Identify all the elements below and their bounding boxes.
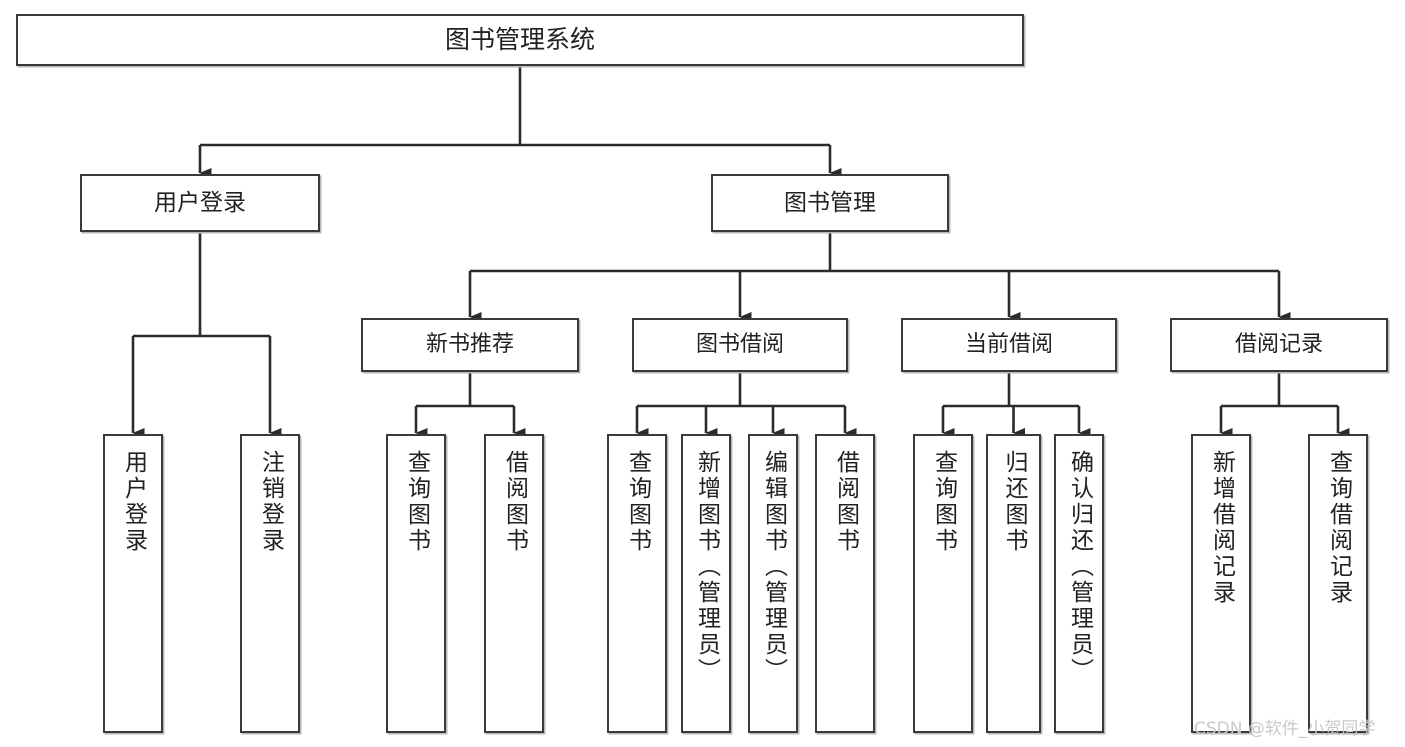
- node-label: 确认归还（管理员）: [1066, 450, 1093, 684]
- node-book-borrow[interactable]: 图书借阅: [632, 318, 848, 372]
- node-label: 查询借阅记录: [1325, 450, 1352, 606]
- node-label: 新书推荐: [425, 332, 514, 358]
- node-leaf-borrow-book-1[interactable]: 借阅图书: [484, 434, 544, 733]
- node-leaf-query-book-3[interactable]: 查询图书: [913, 434, 973, 733]
- node-label: 图书借阅: [695, 332, 784, 358]
- node-leaf-add-record[interactable]: 新增借阅记录: [1191, 434, 1251, 733]
- node-leaf-borrow-book-2[interactable]: 借阅图书: [815, 434, 875, 733]
- node-leaf-confirm-return[interactable]: 确认归还（管理员）: [1054, 434, 1104, 733]
- node-label: 图书管理: [784, 189, 876, 216]
- node-current-borrow[interactable]: 当前借阅: [901, 318, 1117, 372]
- node-leaf-logout[interactable]: 注销登录: [240, 434, 300, 733]
- node-book-manage[interactable]: 图书管理: [711, 174, 949, 232]
- node-leaf-add-book[interactable]: 新增图书（管理员）: [681, 434, 731, 733]
- node-label: 图书管理系统: [444, 24, 595, 54]
- node-label: 查询图书: [403, 450, 430, 554]
- node-label: 用户登录: [120, 450, 147, 554]
- node-label: 新增借阅记录: [1208, 450, 1235, 606]
- node-leaf-return-book[interactable]: 归还图书: [986, 434, 1041, 733]
- node-leaf-user-login[interactable]: 用户登录: [103, 434, 163, 733]
- node-borrow-record[interactable]: 借阅记录: [1170, 318, 1388, 372]
- node-label: 编辑图书（管理员）: [760, 450, 787, 684]
- node-label: 查询图书: [930, 450, 957, 554]
- node-label: 借阅图书: [501, 450, 528, 554]
- node-leaf-query-book-2[interactable]: 查询图书: [607, 434, 667, 733]
- node-leaf-edit-book[interactable]: 编辑图书（管理员）: [748, 434, 798, 733]
- node-label: 当前借阅: [964, 332, 1053, 358]
- node-leaf-query-book-1[interactable]: 查询图书: [386, 434, 446, 733]
- node-label: 用户登录: [154, 189, 246, 216]
- csdn-watermark: CSDN @软件_小贺同学: [1194, 719, 1376, 739]
- node-new-book-rec[interactable]: 新书推荐: [361, 318, 579, 372]
- node-root[interactable]: 图书管理系统: [16, 14, 1024, 66]
- node-label: 查询图书: [624, 450, 651, 554]
- node-label: 新增图书（管理员）: [693, 450, 720, 684]
- node-label: 借阅图书: [832, 450, 859, 554]
- node-label: 注销登录: [257, 450, 284, 554]
- node-label: 归还图书: [1001, 450, 1027, 554]
- node-label: 借阅记录: [1234, 332, 1323, 358]
- node-leaf-query-record[interactable]: 查询借阅记录: [1308, 434, 1368, 733]
- node-user-login[interactable]: 用户登录: [80, 174, 320, 232]
